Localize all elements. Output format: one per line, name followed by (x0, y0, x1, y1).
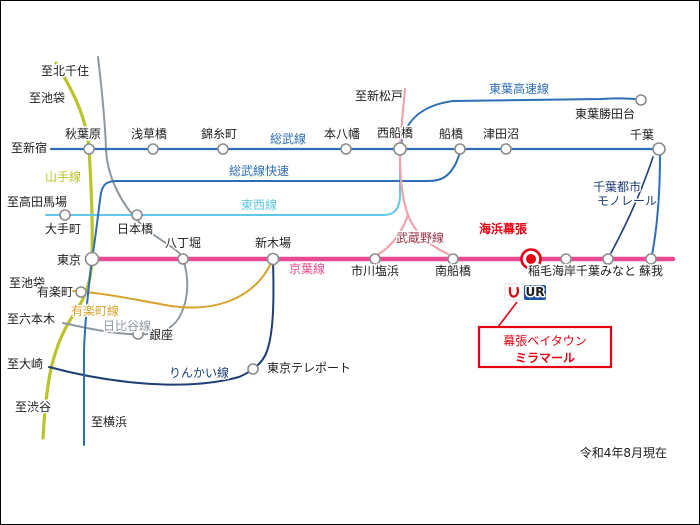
line-label-toyo-rapid: 東葉高速線 (489, 81, 549, 96)
destination-label-takadanobaba: 至高田馬場 (7, 194, 67, 209)
station-label-toyo-katsutadai: 東葉勝田台 (575, 106, 635, 121)
station-label-tokyo-teleport: 東京テレポート (267, 361, 351, 375)
line-label-yamanote: 山手線 (45, 169, 81, 184)
line-label-rinkai: りんかい線 (169, 365, 229, 380)
station-label-chiba-minato: 千葉みなと (576, 264, 636, 278)
destination-label-ikebukuro: 至池袋 (9, 276, 45, 290)
station-marker-inage-kaigan (560, 253, 572, 265)
destination-label-yokohama: 至横浜 (91, 415, 127, 429)
labels: 至北千住 至池袋 至新松戸 至新宿 至高田馬場 至池袋 至六本木 至大崎 至渋谷… (6, 63, 669, 462)
station-label-nishi-funabashi: 西船橋 (377, 126, 413, 140)
ur-logo-text: UR (526, 285, 545, 299)
musashino-line-branch (375, 213, 410, 257)
station-marker-soga (645, 253, 657, 265)
ur-logo: UR (504, 284, 546, 301)
station-label-ginza: 銀座 (149, 327, 173, 342)
destination-label-ikebukuro-top: 至池袋 (29, 91, 65, 105)
line-label-monorail-1: 千葉都市 (593, 179, 641, 194)
station-marker-moto-yawata (340, 143, 352, 155)
station-marker-tokyo (84, 251, 100, 267)
destination-label-kita-senju: 至北千住 (41, 64, 89, 78)
ur-mark-icon (508, 286, 519, 298)
station-label-kaihimmakuhari: 海浜幕張 (479, 221, 528, 236)
station-label-otemachi: 大手町 (45, 222, 81, 236)
station-marker-tokyo-teleport (247, 363, 259, 375)
line-label-hibiya: 日比谷線 (103, 318, 151, 333)
line-label-monorail-2: モノレール (597, 194, 657, 208)
station-label-inage-kaigan: 稲毛海岸 (528, 263, 576, 278)
station-marker-kinshicho (217, 143, 229, 155)
chiba-monorail-line (610, 156, 654, 254)
destination-label-shinjuku: 至新宿 (11, 140, 47, 155)
station-marker-chiba-minato (602, 253, 614, 265)
station-markers (59, 94, 666, 375)
rail-lines (41, 56, 676, 446)
station-marker-shin-kiba (266, 252, 280, 266)
station-marker-ichikawa-shiohama (369, 253, 381, 265)
tokaido-line (83, 258, 93, 446)
station-marker-akihabara (83, 143, 95, 155)
station-marker-chiba (652, 142, 666, 156)
station-marker-tsudanuma (500, 143, 512, 155)
line-label-sobu: 総武線 (270, 131, 306, 146)
station-marker-nishi-funabashi (393, 142, 407, 156)
station-label-tsudanuma: 津田沼 (483, 127, 519, 141)
station-label-minami-funabashi: 南船橋 (435, 263, 471, 278)
destination-label-shin-matsudo: 至新松戸 (355, 88, 403, 103)
station-label-asakusabashi: 浅草橋 (131, 127, 167, 141)
station-label-chiba: 千葉 (630, 128, 654, 142)
destination-label-shibuya: 至渋谷 (15, 400, 51, 414)
sobu-rapid-line (92, 152, 461, 254)
station-label-akihabara: 秋葉原 (65, 127, 101, 141)
property-callout: 幕張ベイタウン ミラマール (477, 301, 613, 369)
station-marker-otemachi (59, 209, 71, 221)
station-marker-funabashi (454, 143, 466, 155)
station-marker-nihombashi (131, 209, 143, 221)
station-label-soga: 蘇我 (639, 264, 663, 278)
map-note: 令和4年8月現在 (580, 445, 667, 460)
station-label-ichikawa-shiohama: 市川塩浜 (351, 263, 399, 278)
toyo-rapid-line (400, 97, 642, 145)
station-label-moto-yawata: 本八幡 (324, 126, 360, 141)
station-label-shin-kiba: 新木場 (255, 235, 291, 250)
destination-label-osaki: 至大崎 (7, 357, 43, 371)
station-marker-asakusabashi (147, 143, 159, 155)
station-marker-minami-funabashi (447, 253, 459, 265)
callout-line1: 幕張ベイタウン (503, 334, 587, 348)
station-marker-hatchobori (177, 253, 189, 265)
station-label-funabashi: 船橋 (439, 127, 463, 141)
station-label-nihombashi: 日本橋 (117, 222, 153, 236)
line-label-yurakucho: 有楽町線 (71, 303, 119, 318)
line-label-musashino: 武蔵野線 (396, 230, 444, 245)
station-label-hatchobori: 八丁堀 (165, 235, 201, 250)
chiba-soga-line (651, 154, 661, 256)
station-marker-toyo-katsutadai (635, 94, 647, 106)
rinkai-line (48, 260, 275, 386)
ur-logo-box (524, 285, 546, 300)
kaihimmakuhari-marker-dot (526, 254, 536, 264)
station-marker-yurakucho (75, 286, 87, 298)
kaihimmakuhari-marker (520, 248, 542, 270)
callout-line2: ミラマール (515, 351, 575, 365)
line-label-sobu-rapid: 総武線快速 (229, 163, 289, 178)
tozai-line (45, 154, 401, 216)
line-label-keiyo: 京葉線 (289, 261, 325, 276)
line-label-tozai: 東西線 (241, 197, 277, 212)
destination-label-roppongi: 至六本木 (7, 312, 55, 326)
callout-connector-line (497, 301, 518, 328)
callout-box (477, 325, 613, 369)
station-label-tokyo: 東京 (57, 253, 81, 267)
station-label-kinshicho: 錦糸町 (201, 126, 237, 141)
station-label-yurakucho: 有楽町 (37, 285, 73, 299)
station-marker-ginza (132, 328, 144, 340)
